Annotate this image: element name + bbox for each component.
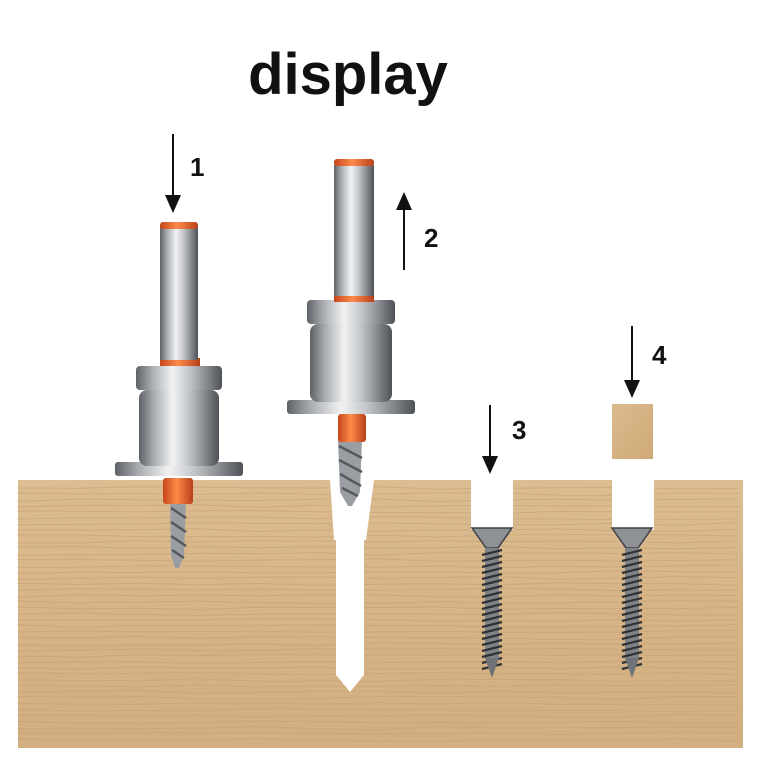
screw-thread: [481, 644, 503, 653]
screw-thread: [621, 638, 643, 647]
shank: [334, 164, 374, 296]
screw-thread: [621, 620, 643, 629]
shank-top-ring: [334, 159, 374, 166]
stop-collar-body: [139, 390, 219, 466]
screw-4: [610, 527, 654, 678]
screw-thread: [621, 596, 643, 605]
wood-grain-line: [17, 689, 739, 694]
screw-thread: [481, 554, 503, 563]
shank-top-ring: [160, 222, 198, 229]
screw-thread: [621, 572, 643, 581]
screw-thread: [621, 566, 643, 575]
step-3-label: 3: [512, 415, 527, 445]
screw-thread: [481, 626, 503, 635]
orange-collar: [338, 414, 366, 442]
step-1-label: 1: [190, 152, 205, 182]
screw-thread: [621, 554, 643, 563]
orange-ring: [160, 358, 200, 366]
hex-nut: [307, 300, 395, 324]
stop-collar-body: [310, 324, 392, 402]
wood-grain-line: [17, 726, 739, 731]
step-4-label: 4: [652, 340, 667, 370]
drill-bit-tip: [170, 500, 187, 568]
shank: [160, 226, 198, 360]
orange-ring: [334, 294, 374, 302]
depth-stop-flange: [287, 400, 415, 414]
screw-thread: [481, 638, 503, 647]
screw-thread: [621, 578, 643, 587]
screw-thread: [481, 548, 503, 557]
screw-thread: [621, 644, 643, 653]
screw-thread: [481, 572, 503, 581]
screw-thread: [481, 608, 503, 617]
screw-thread: [481, 566, 503, 575]
screw-thread: [621, 590, 643, 599]
countersink-bit-1: [115, 222, 243, 568]
screw-thread: [621, 614, 643, 623]
screw-thread: [481, 650, 503, 659]
wood-grain-line: [17, 720, 739, 725]
screw-thread: [481, 578, 503, 587]
wood-grain-line: [17, 732, 739, 736]
screw-thread: [481, 560, 503, 569]
screw-thread: [621, 602, 643, 611]
hole-cutouts: [330, 480, 654, 692]
screw-thread: [621, 548, 643, 557]
screw-3: [470, 527, 514, 678]
screw-thread: [481, 596, 503, 605]
wood-grain-line: [17, 738, 739, 742]
step-2-label: 2: [424, 223, 439, 253]
screw-thread: [481, 632, 503, 641]
drill-bit-tip: [338, 440, 363, 506]
screw-thread: [481, 602, 503, 611]
screw-thread: [481, 620, 503, 629]
wood-grain-line: [17, 695, 739, 701]
hex-nut: [136, 366, 222, 390]
wood-grain-line: [17, 702, 739, 706]
wood-grain-line: [17, 635, 739, 640]
countersink-bit-2: [287, 159, 415, 506]
wood-plug: [612, 404, 653, 459]
wood-grain-line: [17, 707, 739, 712]
screw-thread: [621, 608, 643, 617]
screw-thread: [621, 632, 643, 641]
screw-thread: [481, 584, 503, 593]
orange-collar: [163, 478, 193, 504]
screw-thread: [621, 560, 643, 569]
wood-grain-line: [17, 713, 739, 718]
screw-thread: [621, 650, 643, 659]
screw-thread: [621, 626, 643, 635]
screw-thread: [481, 590, 503, 599]
screw-thread: [481, 614, 503, 623]
screw-thread: [621, 584, 643, 593]
page-title: display: [248, 42, 448, 107]
